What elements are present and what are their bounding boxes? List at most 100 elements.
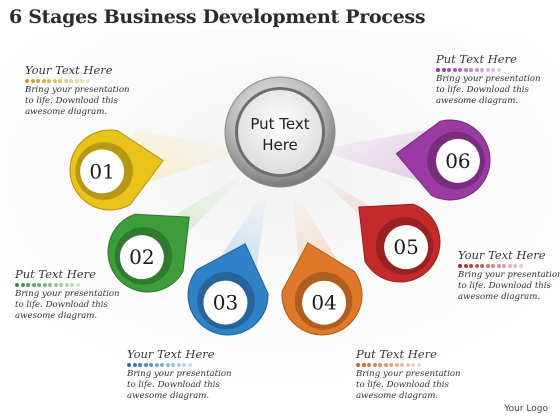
dot — [356, 363, 360, 367]
dot — [48, 283, 52, 287]
dot — [485, 68, 490, 72]
dot — [480, 68, 484, 72]
dot — [405, 363, 410, 367]
droplet-inner-circle — [384, 225, 429, 270]
stage-number: 06 — [445, 149, 470, 173]
dot — [127, 363, 131, 367]
dot — [389, 363, 393, 367]
dot — [367, 363, 371, 367]
center-text-line2: Here — [262, 136, 298, 154]
callout-heading: Put Text Here — [436, 52, 517, 66]
dot — [383, 363, 388, 367]
dot — [171, 363, 175, 367]
callout-body: Bring your presentation to life. Downloa… — [127, 369, 232, 402]
stage-number: 02 — [129, 245, 154, 269]
dot — [138, 363, 142, 367]
dot — [458, 264, 462, 268]
dot — [416, 363, 421, 367]
callout-body: Bring your presentation to life. Downloa… — [25, 85, 130, 118]
callout-stage-01: Your Text Here Bring your presentation t… — [25, 64, 135, 119]
dot — [31, 283, 36, 287]
dot — [52, 79, 57, 83]
logo-placeholder: Your Logo — [504, 404, 548, 414]
dot — [400, 363, 404, 367]
dot — [474, 68, 479, 72]
dot — [436, 68, 440, 72]
droplet-inner-circle — [119, 235, 164, 280]
stage-droplets: 01 02 03 04 05 06 — [69, 119, 491, 336]
dot — [26, 283, 30, 287]
dot — [469, 68, 473, 72]
dot — [480, 264, 484, 268]
dot — [85, 79, 90, 83]
stage-01: 01 — [69, 129, 164, 211]
callout-body: Bring your presentation to life. Downloa… — [356, 369, 461, 402]
callout-stage-04: Put Text Here Bring your presentation to… — [356, 348, 466, 403]
callout-heading: Your Text Here — [25, 63, 113, 77]
center-text-line1: Put Text — [250, 115, 309, 133]
dot — [491, 264, 495, 268]
dot — [80, 79, 84, 83]
dot — [41, 79, 46, 83]
dot — [58, 79, 62, 83]
dot — [15, 283, 19, 287]
stage-02: 02 — [107, 213, 190, 293]
center-ring: Put Text Here — [224, 76, 336, 188]
dot — [42, 283, 47, 287]
callout-heading: Your Text Here — [127, 347, 215, 361]
dot — [496, 68, 501, 72]
dot — [25, 79, 29, 83]
stage-number: 03 — [213, 291, 238, 315]
droplet-inner-circle — [80, 149, 125, 194]
dot — [132, 363, 137, 367]
droplet-inner-circle — [435, 138, 480, 183]
callout-heading: Your Text Here — [458, 248, 546, 262]
dot — [496, 264, 501, 268]
dot — [165, 363, 170, 367]
dot — [411, 363, 415, 367]
callout-stage-06: Put Text Here Bring your presentation to… — [436, 53, 546, 108]
dot — [361, 363, 366, 367]
callout-heading: Put Text Here — [356, 347, 437, 361]
dot — [485, 264, 490, 268]
dot — [447, 68, 451, 72]
dot — [70, 283, 74, 287]
dot — [74, 79, 79, 83]
dot — [143, 363, 148, 367]
dot — [469, 264, 473, 268]
stage-06: 06 — [395, 119, 491, 201]
callout-dots — [25, 79, 135, 83]
stage-number: 05 — [393, 235, 418, 259]
dot — [182, 363, 186, 367]
stage-04: 04 — [281, 242, 363, 336]
callout-body: Bring your presentation to life. Downloa… — [15, 289, 120, 322]
dot — [36, 79, 40, 83]
callout-stage-02: Put Text Here Bring your presentation to… — [15, 268, 125, 323]
callout-stage-03: Your Text Here Bring your presentation t… — [127, 348, 237, 403]
stage-number: 04 — [311, 291, 336, 315]
dot — [30, 79, 35, 83]
dot — [47, 79, 51, 83]
droplet-inner-circle — [302, 280, 347, 325]
dot — [149, 363, 153, 367]
stage-05: 05 — [358, 203, 441, 283]
dot — [518, 264, 523, 268]
callout-dots — [356, 363, 466, 367]
dot — [378, 363, 382, 367]
dot — [64, 283, 69, 287]
callout-stage-05: Your Text Here Bring your presentation t… — [458, 249, 560, 304]
dot — [75, 283, 80, 287]
dot — [394, 363, 399, 367]
dot — [154, 363, 159, 367]
dot — [187, 363, 192, 367]
dot — [452, 68, 457, 72]
callout-dots — [127, 363, 237, 367]
dot — [513, 264, 517, 268]
dot — [463, 68, 468, 72]
dot — [474, 264, 479, 268]
page-title: 6 Stages Business Development Process — [9, 6, 426, 28]
callout-dots — [458, 264, 560, 268]
callout-dots — [436, 68, 546, 72]
dot — [491, 68, 495, 72]
